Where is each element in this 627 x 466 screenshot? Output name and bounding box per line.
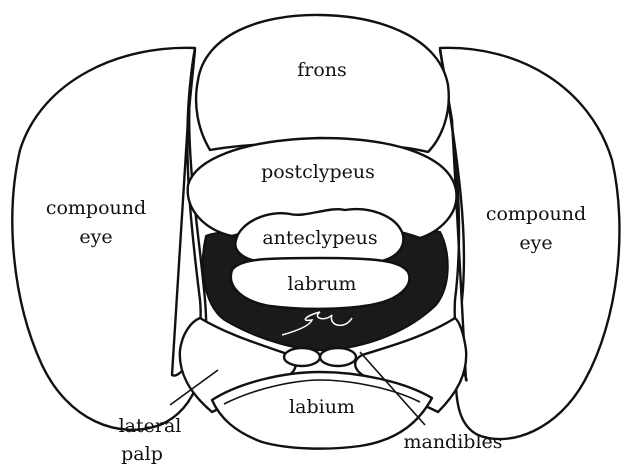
label-compound-eye-right-line2: eye <box>519 232 552 254</box>
left-mandible <box>284 348 320 366</box>
right-mandible <box>320 348 356 366</box>
label-compound-eye-right-line1: compound <box>486 203 586 225</box>
label-lateral-palp-line1: lateral <box>119 415 182 437</box>
label-anteclypeus: anteclypeus <box>262 227 377 249</box>
label-labrum: labrum <box>288 273 357 295</box>
frons-sclerite <box>196 15 449 152</box>
label-mandibles: mandibles <box>403 431 502 453</box>
label-compound-eye-left-line2: eye <box>79 226 112 248</box>
label-lateral-palp-line2: palp <box>121 443 163 465</box>
label-labium: labium <box>289 396 355 418</box>
label-postclypeus: postclypeus <box>261 161 375 183</box>
label-compound-eye-left-line1: compound <box>46 197 146 219</box>
label-frons: frons <box>297 59 347 81</box>
